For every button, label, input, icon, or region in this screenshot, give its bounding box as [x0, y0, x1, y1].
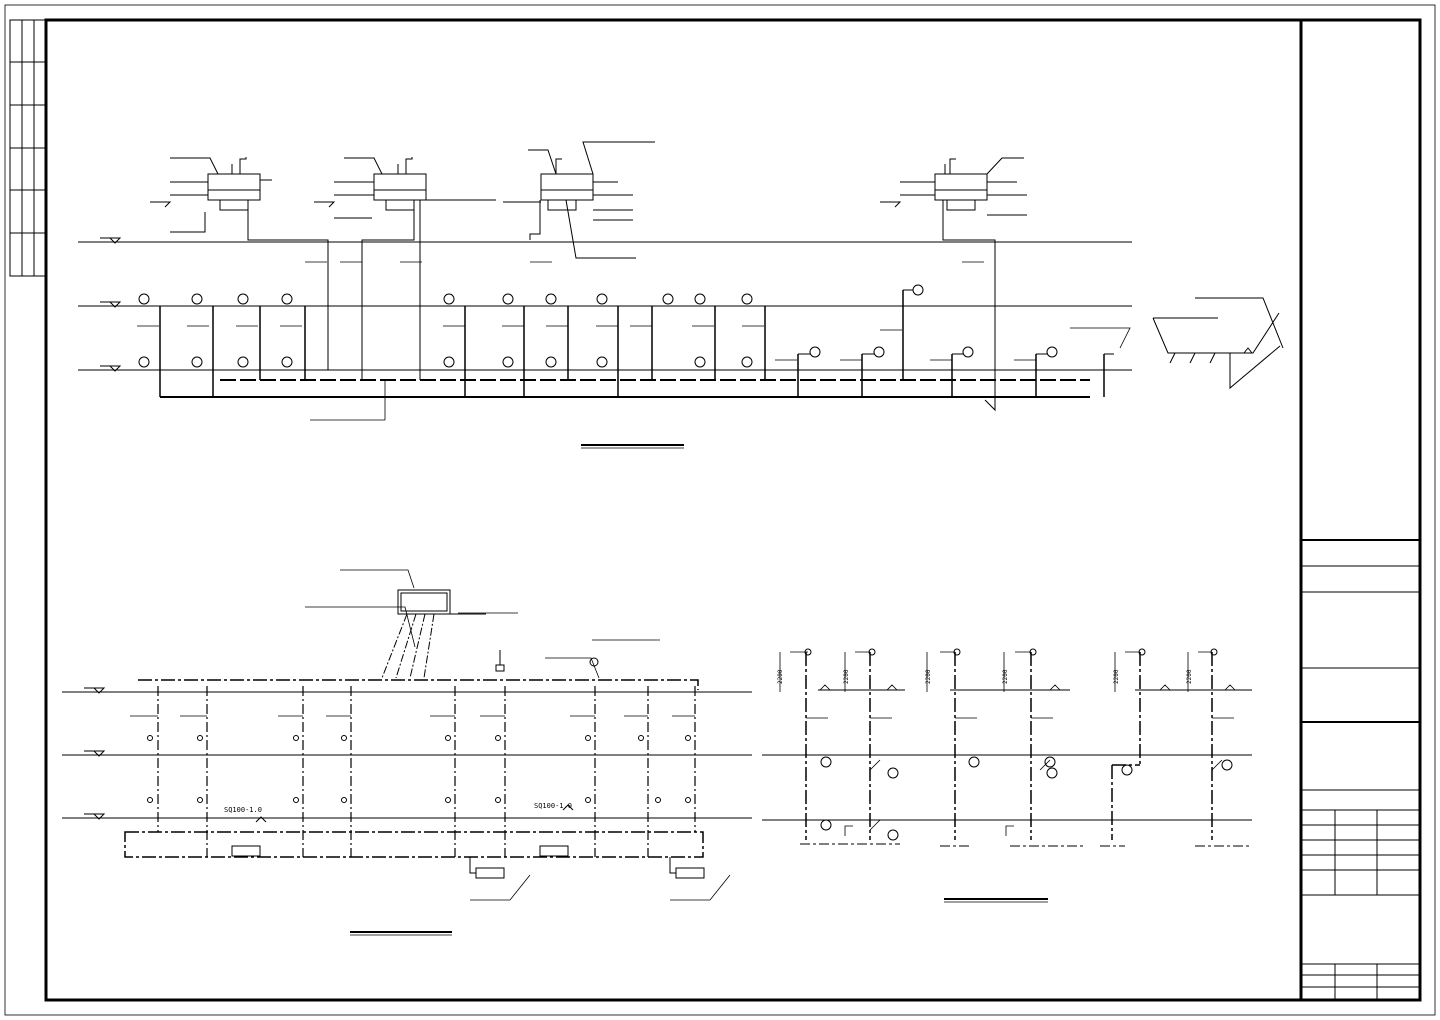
- riser-tag-icon: [138, 284, 1058, 368]
- tank-unit: [314, 157, 496, 380]
- leader-lines: [779, 651, 1236, 836]
- fixture-icon: [820, 756, 1233, 841]
- elevation-mark: [100, 365, 122, 372]
- riser-group: [157, 686, 696, 857]
- elevation-mark: [100, 301, 122, 308]
- riser-group: [805, 652, 1213, 840]
- top-system-diagram: [78, 141, 1284, 449]
- elevation-mark: [84, 687, 106, 694]
- valve-box-icon: [231, 845, 705, 879]
- valve-model-label: SQ100-1.0: [224, 806, 262, 814]
- tank-icon: [397, 589, 451, 615]
- branch-stubs: [160, 289, 1114, 371]
- title-block: [1301, 539, 1420, 1000]
- dimension-label: 2200: [843, 669, 850, 684]
- roof-drain-detail: [1152, 297, 1284, 390]
- elevation-mark: [84, 750, 106, 757]
- bottom-left-system-diagram: [62, 569, 752, 936]
- riser-group: [159, 290, 1105, 397]
- fixture-icon: [147, 735, 691, 803]
- elevation-mark: [100, 237, 122, 244]
- drain-lines: [800, 843, 1250, 847]
- dimension-label: 2200: [925, 669, 932, 684]
- sheet-frame: [4, 4, 1436, 1016]
- dimension-label: 2200: [1113, 669, 1120, 684]
- leader-lines: [137, 261, 1131, 421]
- return-loop: [124, 831, 704, 858]
- supply-header: [138, 679, 699, 690]
- air-valve-icon: [495, 650, 505, 672]
- binding-margin-table: [9, 19, 47, 277]
- dimension-label: 2200: [777, 669, 784, 684]
- gauge-icon: [589, 657, 599, 667]
- bottom-right-system-diagram: [762, 648, 1252, 903]
- elevation-mark: [84, 813, 106, 820]
- valve-model-label: SQ100-1.0: [534, 802, 572, 810]
- valve-mark: [255, 804, 574, 823]
- dimension-label: 2200: [1002, 669, 1009, 684]
- branch-lines: [381, 613, 435, 679]
- leader-lines: [130, 569, 731, 901]
- tank-inner: [400, 592, 448, 612]
- tank-unit: [150, 157, 329, 370]
- tank-unit: [503, 141, 655, 259]
- dimension-label: 2200: [1186, 669, 1193, 684]
- tank-unit: [880, 157, 1027, 412]
